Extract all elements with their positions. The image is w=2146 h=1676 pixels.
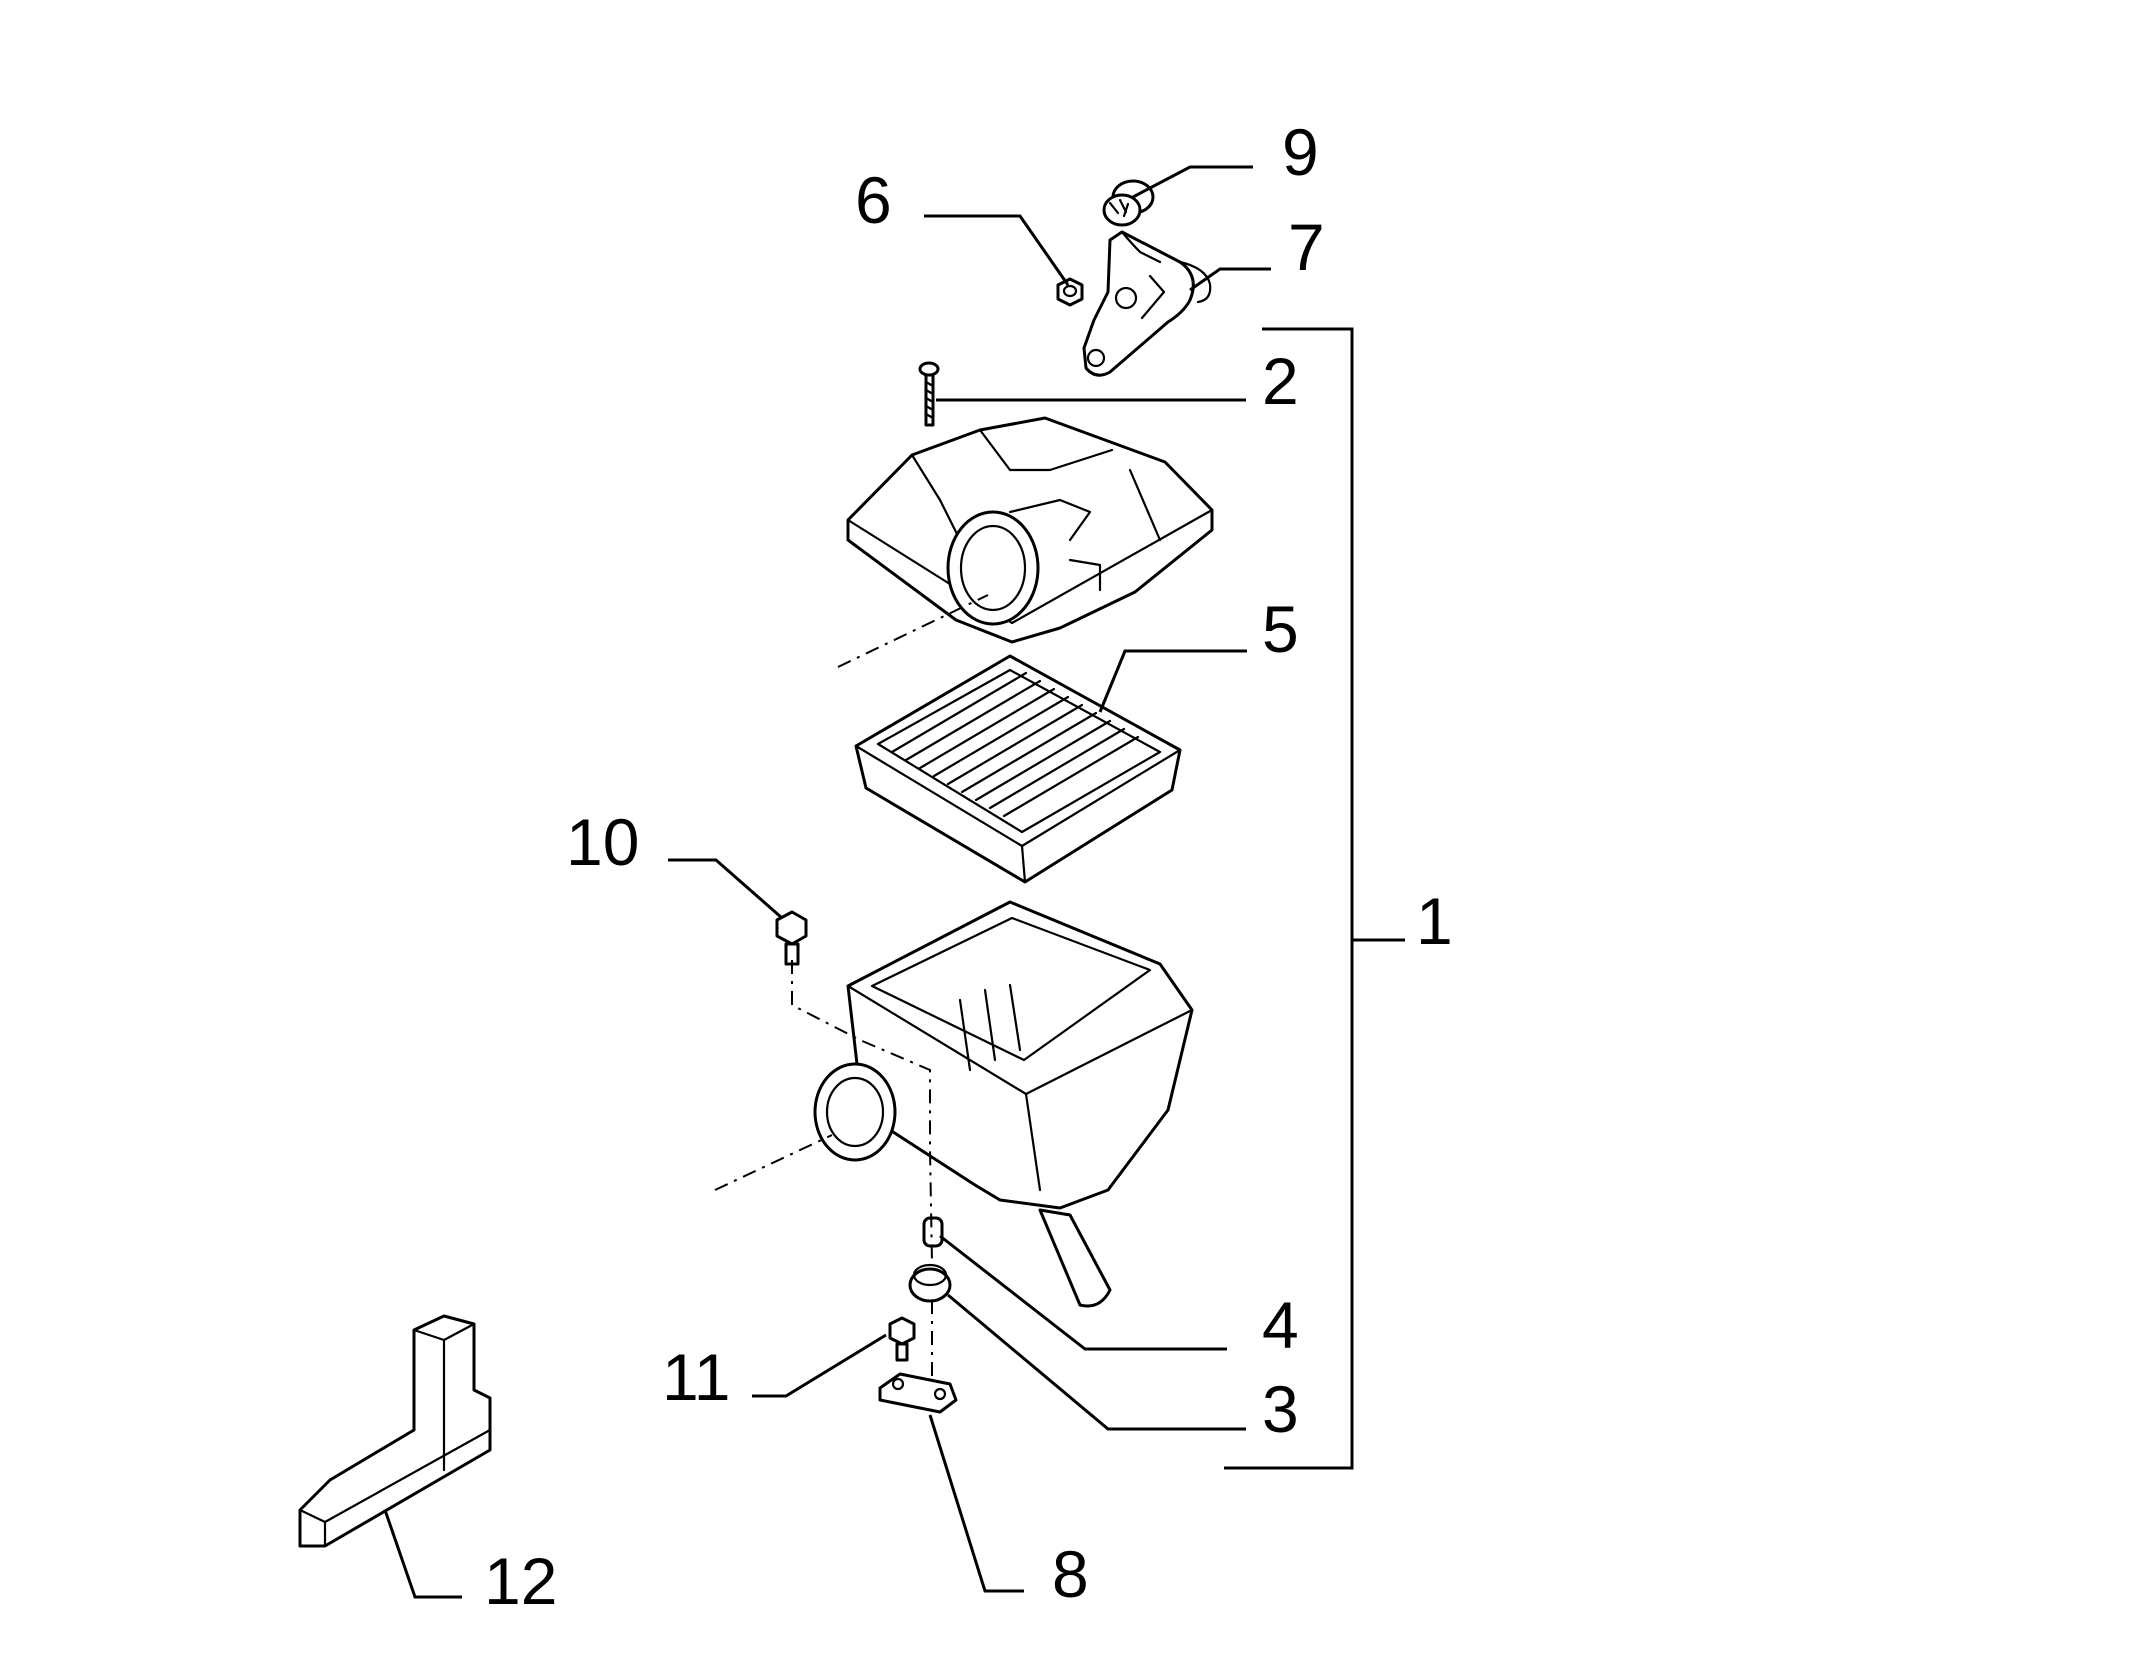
leader-11 (752, 1333, 887, 1398)
part-10-bolt (775, 910, 808, 966)
part-4-spacer (922, 1216, 944, 1248)
callout-5: 5 (1262, 592, 1299, 666)
leader-5 (1098, 649, 1247, 713)
callout-10: 10 (566, 805, 639, 879)
callout-2: 2 (1262, 344, 1299, 418)
callout-11: 11 (662, 1340, 731, 1414)
air-box-housing (813, 900, 1194, 1308)
callout-3: 3 (1262, 1372, 1299, 1446)
leader-1-bracket (1224, 327, 1354, 1470)
leader-9 (1132, 165, 1253, 199)
leader-12 (383, 1509, 462, 1599)
leader-3 (947, 1293, 1246, 1431)
leader-6 (924, 214, 1070, 286)
part-7-bracket (1082, 230, 1212, 377)
leader-8 (928, 1414, 1024, 1593)
callout-9: 9 (1282, 115, 1319, 189)
callout-4: 4 (1262, 1288, 1299, 1362)
leader-7 (1189, 267, 1271, 292)
air-box-cover (846, 416, 1214, 644)
callout-7: 7 (1288, 210, 1325, 284)
callout-1: 1 (1416, 884, 1453, 958)
leader-10 (668, 858, 783, 920)
part-12-duct (298, 1314, 492, 1548)
leader-lines (383, 165, 1405, 1599)
callout-12: 12 (484, 1544, 557, 1618)
callout-labels: 9 6 7 2 5 10 1 4 11 3 8 12 (484, 115, 1453, 1618)
leader-4 (939, 1234, 1227, 1351)
part-2-screw (918, 361, 940, 427)
callout-6: 6 (855, 163, 892, 237)
assembly-axis-lines (714, 594, 989, 1380)
part-3-grommet (908, 1263, 952, 1303)
callout-8: 8 (1052, 1537, 1089, 1611)
part-6-nut (1056, 277, 1084, 307)
part-5-air-filter (854, 654, 1182, 884)
part-11-bolt (888, 1316, 916, 1362)
part-8-plate (878, 1372, 958, 1414)
part-9-grommet (1102, 179, 1155, 227)
